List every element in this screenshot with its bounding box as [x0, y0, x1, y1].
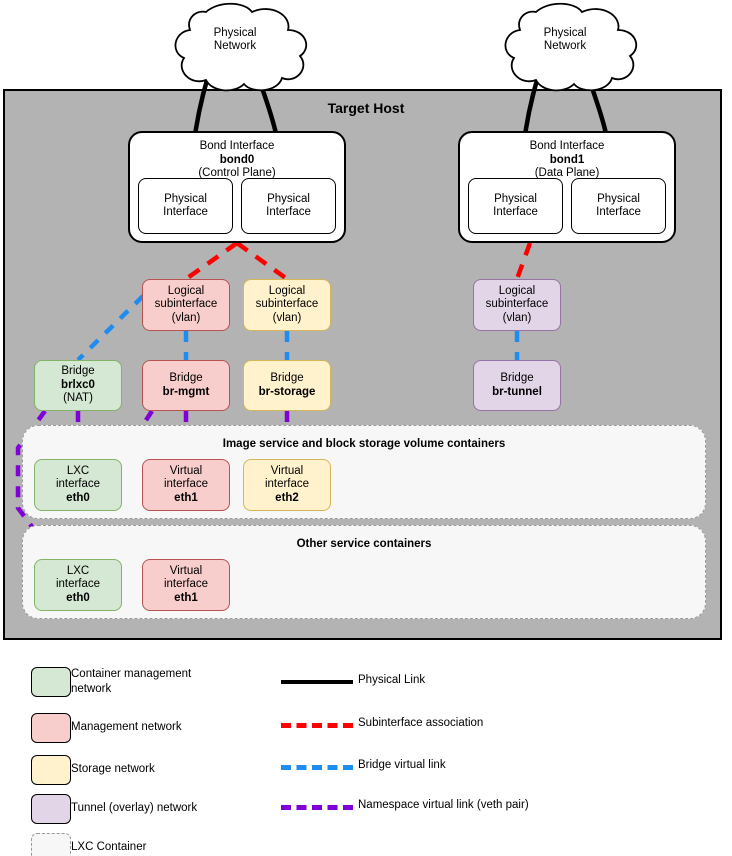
iface-name: eth0: [66, 491, 90, 504]
logical-subinterface-mgmt[interactable]: Logical subinterface (vlan): [142, 279, 230, 331]
bridge-label: Bridge: [500, 372, 534, 384]
iface-line1: LXC: [66, 564, 90, 577]
subinterface-line2: subinterface: [255, 298, 319, 311]
physical-interface-line2: Interface: [163, 206, 208, 218]
physical-interface[interactable]: Physical Interface: [468, 178, 563, 234]
iface-line2: interface: [163, 478, 209, 491]
subinterface-line3: (vlan): [502, 311, 532, 324]
physical-interface[interactable]: Physical Interface: [138, 178, 233, 234]
physical-interface-row: Physical Interface Physical Interface: [138, 178, 336, 234]
physical-interface-line2: Interface: [493, 206, 538, 218]
legend-line-subinterface-association: [281, 723, 353, 728]
lxc-group-title: Image service and block storage volume c…: [222, 438, 506, 450]
logical-subinterface-storage[interactable]: Logical subinterface (vlan): [243, 279, 331, 331]
bridge-name: br-mgmt: [162, 385, 210, 398]
physical-interface-row: Physical Interface Physical Interface: [468, 178, 666, 234]
bridge-label: Bridge: [169, 372, 203, 384]
legend-line-bridge-virtual-link: [281, 765, 353, 770]
legend-label-lxc-container: LXC Container: [71, 841, 147, 853]
physical-interface-line2: Interface: [596, 206, 641, 218]
bridge-br-tunnel[interactable]: Bridge br-tunnel: [473, 360, 561, 411]
legend-swatch-container-management: [31, 667, 71, 697]
iface-line2: interface: [55, 478, 101, 491]
bond-interface-bond0[interactable]: Bond Interface bond0 (Control Plane) Phy…: [128, 131, 346, 243]
bridge-name: brlxc0: [61, 378, 95, 391]
physical-interface-line2: Interface: [266, 206, 311, 218]
iface-name: eth1: [174, 591, 198, 604]
iface-line2: interface: [264, 478, 310, 491]
bond-name: bond0: [219, 153, 255, 166]
cloud-label-1: Physical Network: [527, 19, 603, 61]
virtual-interface-eth1[interactable]: Virtual interface eth1: [142, 459, 230, 511]
bond-name: bond1: [549, 153, 585, 166]
bond-title: Bond Interface: [199, 140, 275, 152]
lxc-container-group-image-storage: [22, 425, 706, 519]
bond-interface-bond1[interactable]: Bond Interface bond1 (Data Plane) Physic…: [458, 131, 676, 243]
legend-swatch-tunnel: [31, 794, 71, 824]
bridge-name: br-tunnel: [492, 385, 542, 398]
cloud-label-line1: Physical: [213, 26, 257, 39]
bridge-label: Bridge: [270, 372, 304, 384]
physical-interface[interactable]: Physical Interface: [571, 178, 666, 234]
iface-line2: interface: [55, 578, 101, 591]
legend-swatch-storage: [31, 755, 71, 785]
subinterface-line3: (vlan): [171, 311, 201, 324]
physical-interface-line1: Physical: [164, 192, 207, 205]
bridge-note: (NAT): [63, 392, 93, 405]
bond-role: (Control Plane): [198, 167, 276, 179]
cloud-label-line1: Physical: [543, 26, 587, 39]
legend-swatch-lxc-container: [31, 833, 71, 856]
iface-line2: interface: [163, 578, 209, 591]
legend-label-tunnel: Tunnel (overlay) network: [71, 802, 198, 814]
lxc-container-group-other: [22, 525, 706, 619]
legend-line-namespace-virtual-link: [281, 805, 353, 810]
legend-label-subinterface-association: Subinterface association: [358, 717, 484, 729]
subinterface-line3: (vlan): [272, 311, 302, 324]
iface-name: eth1: [174, 491, 198, 504]
legend-label-storage: Storage network: [71, 763, 155, 775]
subinterface-line1: Logical: [268, 284, 306, 297]
lxc-group-title: Other service containers: [296, 538, 432, 550]
iface-name: eth2: [275, 491, 299, 504]
bond-title: Bond Interface: [529, 140, 605, 152]
legend-swatch-management: [31, 713, 71, 743]
bridge-br-mgmt[interactable]: Bridge br-mgmt: [142, 360, 230, 411]
bridge-label: Bridge: [61, 365, 95, 378]
physical-interface-line1: Physical: [597, 192, 640, 205]
bond-role: (Data Plane): [534, 167, 600, 179]
cloud-label-line2: Network: [213, 40, 257, 52]
legend-label-container-management: Container management network: [71, 668, 192, 695]
subinterface-line2: subinterface: [154, 298, 218, 311]
iface-line1: LXC: [66, 464, 90, 477]
iface-line1: Virtual: [270, 464, 304, 477]
bridge-brlxc0[interactable]: Bridge brlxc0 (NAT): [34, 360, 122, 411]
lxc-interface-eth0[interactable]: LXC interface eth0: [34, 559, 122, 611]
virtual-interface-eth1[interactable]: Virtual interface eth1: [142, 559, 230, 611]
subinterface-line2: subinterface: [485, 298, 549, 311]
legend-label-namespace-virtual-link: Namespace virtual link (veth pair): [358, 799, 529, 811]
cloud-label-0: Physical Network: [197, 19, 273, 61]
bridge-br-storage[interactable]: Bridge br-storage: [243, 360, 331, 411]
iface-line1: Virtual: [169, 564, 203, 577]
legend-line-physical-link: [281, 680, 353, 684]
legend-label-physical-link: Physical Link: [358, 674, 426, 686]
bridge-name: br-storage: [258, 385, 316, 398]
legend-label-bridge-virtual-link: Bridge virtual link: [358, 759, 446, 771]
subinterface-line1: Logical: [498, 284, 536, 297]
physical-interface[interactable]: Physical Interface: [241, 178, 336, 234]
iface-name: eth0: [66, 591, 90, 604]
legend-label-management: Management network: [71, 721, 182, 733]
page-title: Target Host: [327, 100, 405, 116]
cloud-label-line2: Network: [543, 40, 587, 52]
physical-interface-line1: Physical: [267, 192, 310, 205]
virtual-interface-eth2[interactable]: Virtual interface eth2: [243, 459, 331, 511]
physical-interface-line1: Physical: [494, 192, 537, 205]
iface-line1: Virtual: [169, 464, 203, 477]
logical-subinterface-tunnel[interactable]: Logical subinterface (vlan): [473, 279, 561, 331]
lxc-interface-eth0[interactable]: LXC interface eth0: [34, 459, 122, 511]
legend: Container management network Management …: [0, 650, 732, 856]
subinterface-line1: Logical: [167, 284, 205, 297]
